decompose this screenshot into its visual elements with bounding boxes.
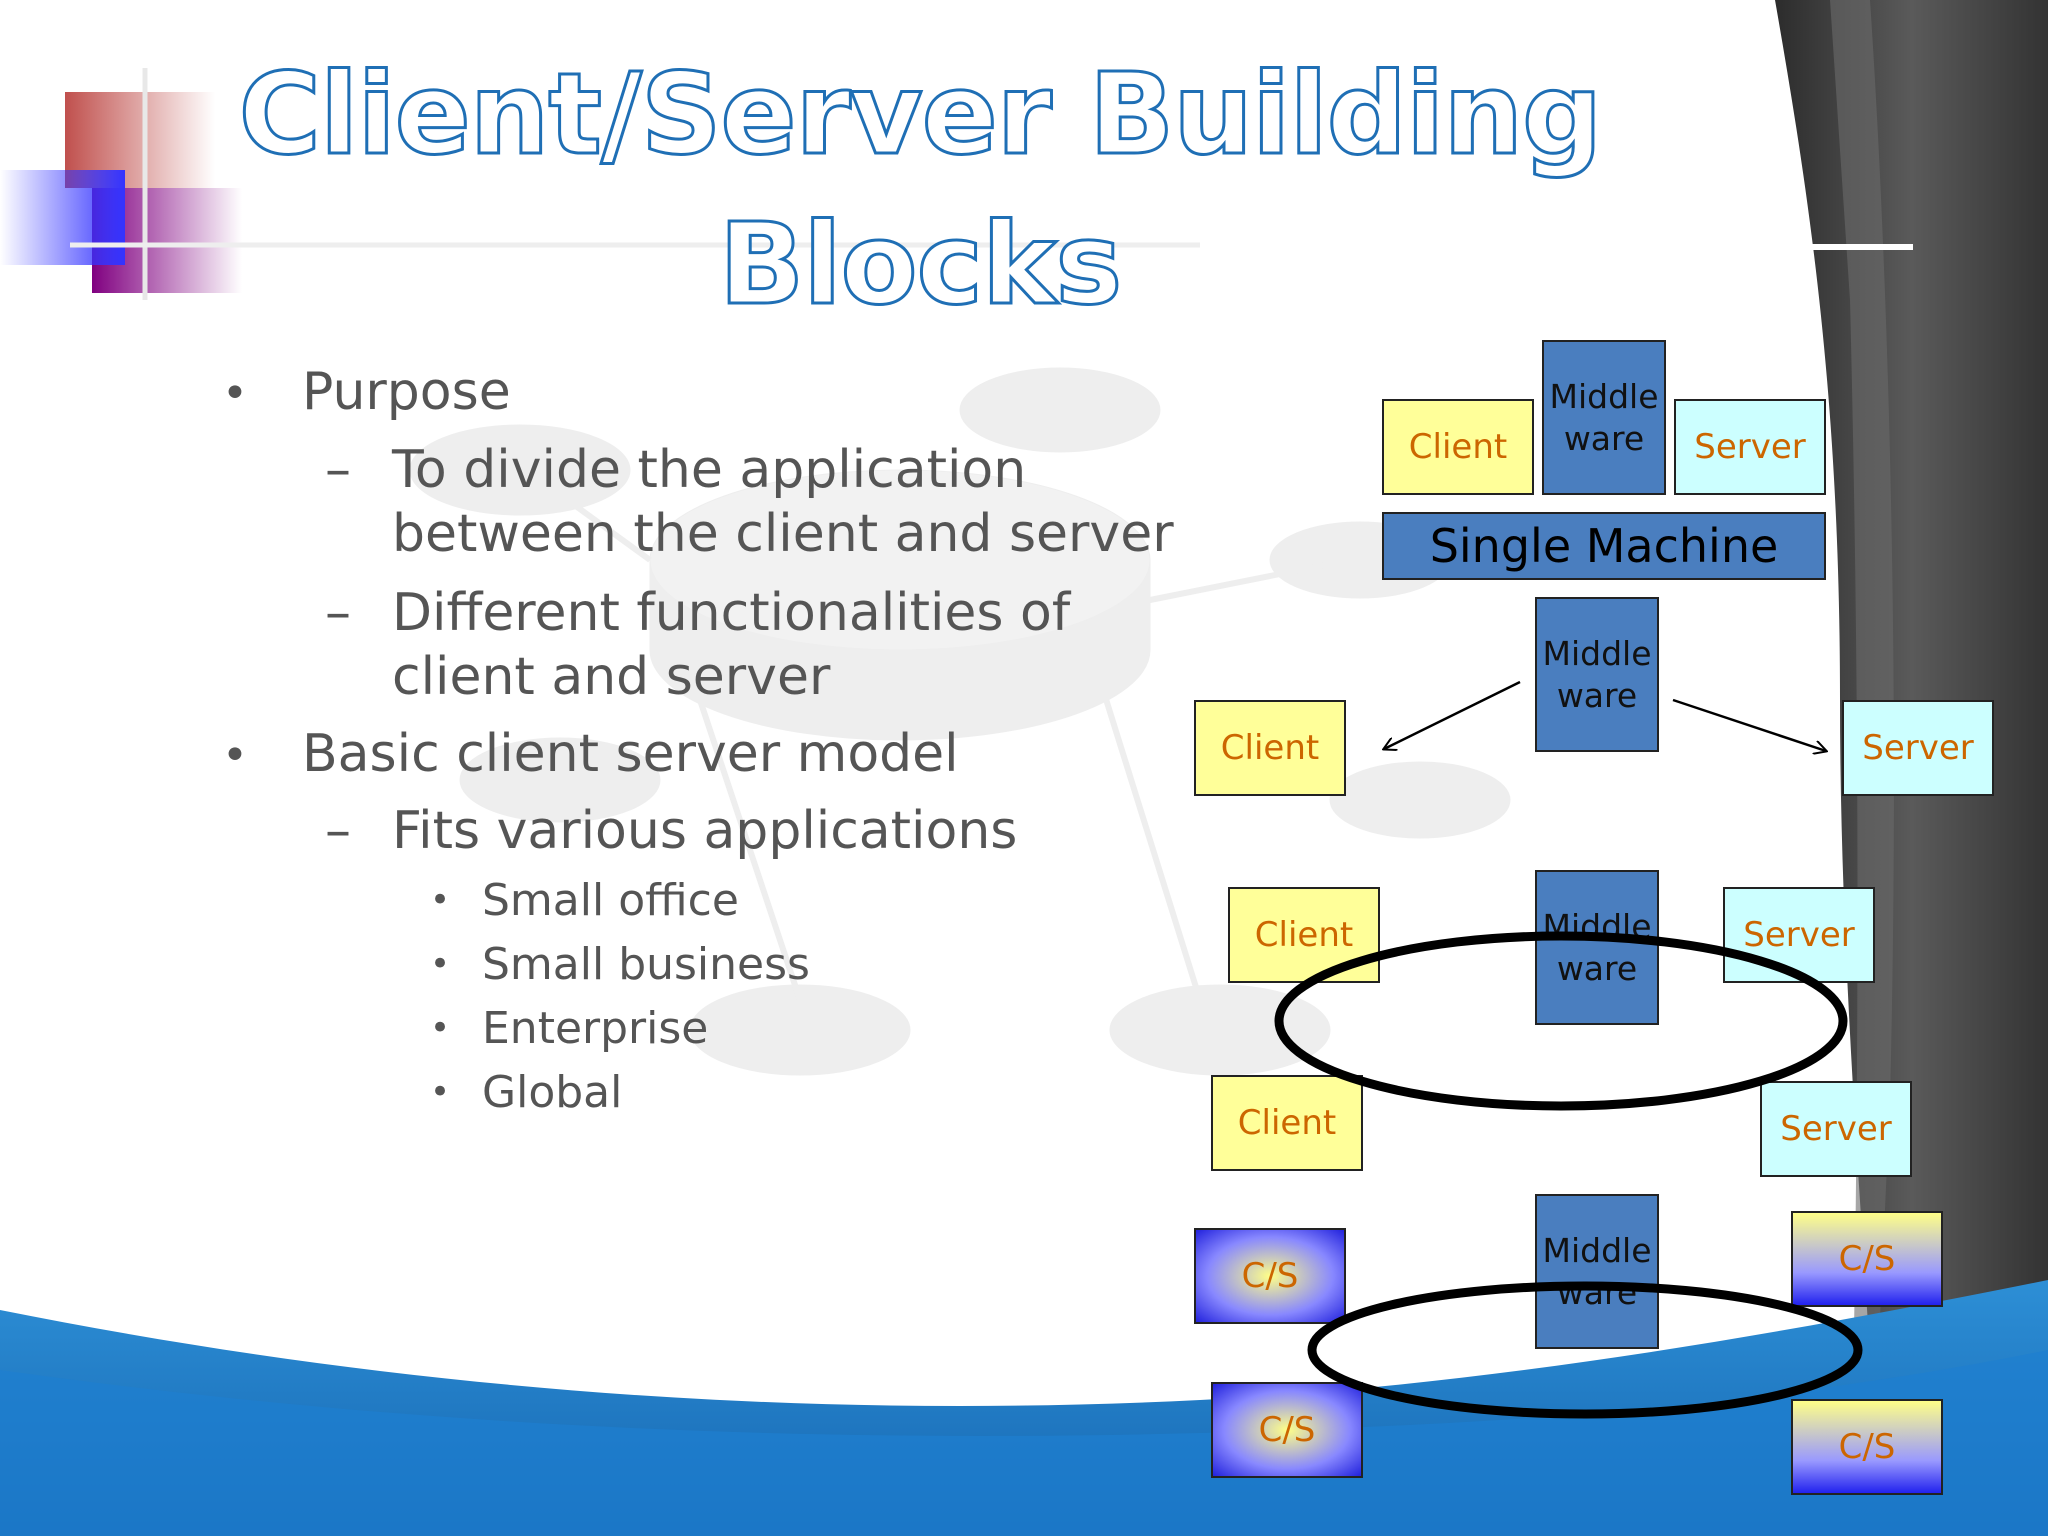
sub-bullet-functionalities-line2: client and server [392,647,831,707]
diagram-cs-box: C/S [1211,1382,1363,1478]
diagram-server-box: Server [1842,700,1994,796]
diagram-server-box: Server [1674,399,1826,495]
bullet-dot: • [222,730,248,781]
small-bullet-dot: • [430,880,451,920]
middleware-label-line2: ware [1563,418,1645,458]
middleware-label-line2: ware [1556,675,1638,715]
list-item-enterprise: Enterprise [482,1003,709,1054]
dash-mark: – [325,440,351,500]
list-item-small-office: Small office [482,875,739,926]
diagram-cs-box: C/S [1194,1228,1346,1324]
diagram-client-box: Client [1228,887,1380,983]
middleware-label-line1: Middle [1542,906,1652,946]
diagram-client-box: Client [1194,700,1346,796]
bullet-dot: • [222,368,248,419]
middleware-label-line2: ware [1556,1272,1638,1312]
network-watermark [409,367,1511,1076]
bullet-list: • Purpose – To divide the application be… [0,0,1200,1200]
sub-bullet-fits: Fits various applications [392,801,1018,861]
list-item-small-business: Small business [482,939,810,990]
diagram-middleware-box: Middle ware [1535,870,1659,1025]
diagram-cs-box: C/S [1791,1211,1943,1307]
sub-bullet-divide-line2: between the client and server [392,504,1174,564]
single-machine-box: Single Machine [1382,512,1826,580]
diagram-server-box: Server [1723,887,1875,983]
small-bullet-dot: • [430,944,451,984]
dash-mark: – [325,801,351,861]
sub-bullet-divide-line1: To divide the application [392,440,1027,500]
sub-bullet-functionalities-line1: Different functionalities of [392,583,1071,643]
diagram-middleware-box: Middle ware [1535,1194,1659,1349]
middleware-label-line1: Middle [1542,1230,1652,1270]
diagram-client-box: Client [1382,399,1534,495]
diagram-middleware-box: Middle ware [1535,597,1659,752]
middleware-label-line2: ware [1556,948,1638,988]
bullet-basic-model: Basic client server model [302,724,959,784]
middleware-label-line1: Middle [1549,376,1659,416]
diagram-middleware-box: Middle ware [1542,340,1666,495]
list-item-global: Global [482,1067,623,1118]
small-bullet-dot: • [430,1072,451,1112]
blue-square [0,170,125,265]
page-title: Client/Server Building Blocks [237,49,1604,332]
small-bullet-dot: • [430,1008,451,1048]
diagram-client-box: Client [1211,1075,1363,1171]
dash-mark: – [325,583,351,643]
diagram-cs-box: C/S [1791,1399,1943,1495]
bullet-purpose: Purpose [302,362,511,422]
middleware-label-line1: Middle [1542,633,1652,673]
diagram-server-box: Server [1760,1081,1912,1177]
